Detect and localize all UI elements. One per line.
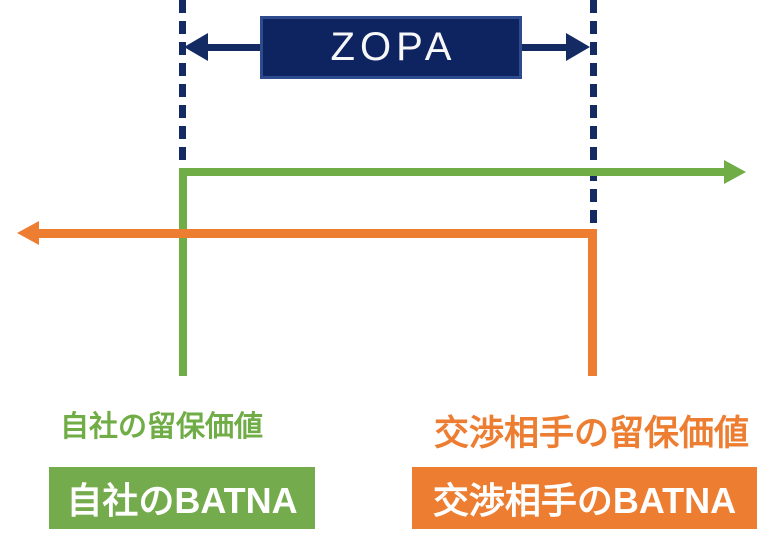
own-batna-label: 自社のBATNA xyxy=(66,480,298,521)
opponent-batna-box: 交渉相手のBATNA xyxy=(412,467,757,529)
own-reservation-label: 自社の留保価値 xyxy=(60,411,264,443)
zopa-label: ZOPA xyxy=(330,25,457,69)
opponent-reservation-dashed-line xyxy=(590,0,597,231)
opponent-batna-label: 交渉相手のBATNA xyxy=(432,480,737,521)
opponent-reservation-label: 交渉相手の留保価値 xyxy=(434,414,750,453)
own-value-axis-arrowhead-icon xyxy=(724,160,746,184)
own-reservation-marker-line xyxy=(179,168,187,376)
own-batna-box: 自社のBATNA xyxy=(49,467,315,529)
zopa-range-right-arrowhead-icon xyxy=(566,33,590,61)
zopa-range-left-arrowhead-icon xyxy=(184,33,208,61)
own-reservation-dashed-line xyxy=(179,0,186,170)
own-value-axis-line xyxy=(179,168,726,176)
opponent-value-axis-arrowhead-icon xyxy=(17,221,39,245)
opponent-value-axis-line xyxy=(36,229,597,238)
zopa-box: ZOPA xyxy=(260,16,522,79)
opponent-reservation-marker-line xyxy=(588,229,597,376)
